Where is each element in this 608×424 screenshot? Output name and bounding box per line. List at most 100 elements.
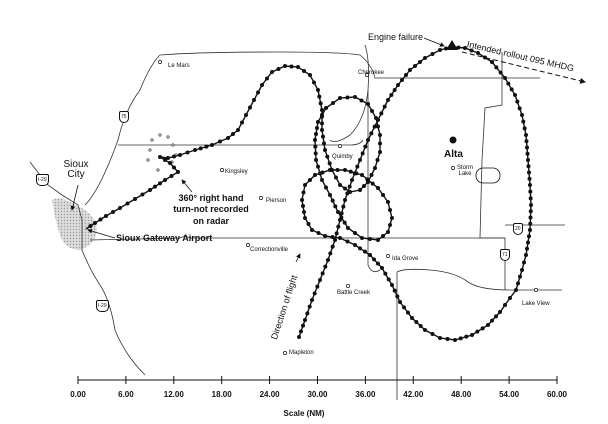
radar-return-dot xyxy=(524,139,529,144)
radar-return-dot xyxy=(376,124,380,129)
radar-return-dot xyxy=(363,249,367,254)
radar-return-dot xyxy=(320,178,324,182)
radar-return-dot xyxy=(346,226,350,230)
radar-return-dot xyxy=(125,201,130,206)
radar-return-dot xyxy=(306,222,311,226)
radar-return-dot xyxy=(297,335,301,339)
town-mapleton: Mapleton xyxy=(289,350,314,356)
town-dot xyxy=(386,254,390,258)
radar-return-dot xyxy=(303,216,307,220)
radar-return-dot xyxy=(302,210,306,214)
radar-return-dot xyxy=(330,244,335,249)
town-dot xyxy=(338,144,342,148)
town-le-mars: Le Mars xyxy=(168,63,190,69)
turn-note-line-1: 360° right hand xyxy=(178,193,244,203)
town-dot xyxy=(346,284,350,288)
radar-return-dot xyxy=(313,151,318,156)
radar-return-dot xyxy=(390,216,394,220)
radar-return-dot xyxy=(310,298,314,302)
turn-note: 360° right hand turn-not recorded on rad… xyxy=(168,193,254,227)
radar-return-dot xyxy=(362,184,366,188)
radar-return-dot xyxy=(370,109,374,113)
radar-return-dot xyxy=(172,154,176,159)
radar-return-dot xyxy=(334,175,338,180)
radar-return-dot xyxy=(408,68,412,72)
radar-return-dot xyxy=(218,139,222,144)
radar-return-dot xyxy=(475,329,480,334)
town-battle-creek: Battle Creek xyxy=(337,290,371,296)
radar-return-dot xyxy=(330,198,335,203)
radar-return-dot xyxy=(323,148,327,152)
radar-return-dot xyxy=(331,101,335,105)
radar-return-dot xyxy=(404,73,408,77)
radar-return-dot xyxy=(299,329,303,334)
radar-return-dot xyxy=(383,271,388,276)
road-cherokee-south xyxy=(367,90,381,273)
radar-return-dot xyxy=(158,181,162,186)
radar-return-dot xyxy=(321,134,325,139)
radar-return-dot xyxy=(480,326,485,331)
radar-return-dot xyxy=(514,288,518,292)
radar-return-dot xyxy=(388,208,392,212)
radar-return-dot xyxy=(308,178,312,182)
radar-return-dot xyxy=(260,83,264,87)
radar-return-dot xyxy=(368,253,372,257)
radar-return-dot xyxy=(358,246,362,251)
radar-return-dot xyxy=(289,64,294,69)
radar-return-dot xyxy=(376,261,380,266)
radar-return-dot xyxy=(470,333,474,337)
town-dot xyxy=(158,60,162,64)
radar-return-dot xyxy=(518,274,522,279)
radar-return-dot xyxy=(176,170,180,174)
radar-return-dot xyxy=(526,158,530,162)
radar-return-dot xyxy=(204,144,209,149)
radar-return-dot xyxy=(524,133,528,137)
radar-return-dot xyxy=(300,198,304,202)
radar-return-dot xyxy=(163,158,167,162)
radar-return-dot xyxy=(402,305,406,310)
radar-return-dot xyxy=(528,221,533,226)
radar-return-dot xyxy=(312,291,317,296)
radar-return-dot xyxy=(509,87,514,92)
radar-return-dot xyxy=(366,138,370,142)
radar-return-dot xyxy=(490,60,494,64)
radar-return-dot xyxy=(313,173,317,177)
radar-return-dot xyxy=(494,314,498,319)
radar-return-dot xyxy=(313,144,318,149)
scale-tick-label: 60.00 xyxy=(546,390,568,399)
radar-return-dot xyxy=(335,168,340,172)
radar-return-dot xyxy=(323,264,328,269)
radar-return-dot xyxy=(386,98,390,102)
scale-tick-label: 36.00 xyxy=(355,390,376,399)
town-storm-lake: Storm Lake xyxy=(457,165,473,177)
intended-rollout-arrow xyxy=(461,51,586,84)
direction-arrow xyxy=(295,253,301,263)
highway-us71: 71 xyxy=(500,249,510,261)
highway-us75: 75 xyxy=(119,111,129,123)
radar-return-dot xyxy=(104,214,108,218)
radar-return-dot xyxy=(528,196,533,201)
radar-return-dot xyxy=(168,161,172,165)
radar-return-dot xyxy=(528,228,532,232)
radar-return-dot xyxy=(353,243,357,247)
sioux-city-label: Sioux City xyxy=(58,160,94,180)
town-cherokee: Cherokee xyxy=(358,70,385,76)
radar-return-dot xyxy=(313,138,317,142)
radar-return-dot xyxy=(498,310,502,314)
radar-return-dot xyxy=(320,108,324,112)
radar-return-dot xyxy=(178,153,182,157)
radar-return-dot xyxy=(372,257,376,262)
scale-title: Scale (NM) xyxy=(283,409,325,418)
radar-return-dot xyxy=(326,258,330,262)
radar-return-dot xyxy=(185,150,190,155)
radar-return-dot xyxy=(140,192,145,197)
radar-return-dot xyxy=(256,90,260,95)
unrecorded-turn-dot xyxy=(158,133,162,137)
town-markers xyxy=(158,60,538,355)
radar-return-dot xyxy=(458,336,463,341)
road-county-north xyxy=(118,139,364,146)
highway-i29-south: I-29 xyxy=(96,300,109,312)
town-quimby: Quimby xyxy=(332,154,353,160)
radar-return-dot xyxy=(413,64,417,68)
radar-return-dot xyxy=(395,294,400,299)
